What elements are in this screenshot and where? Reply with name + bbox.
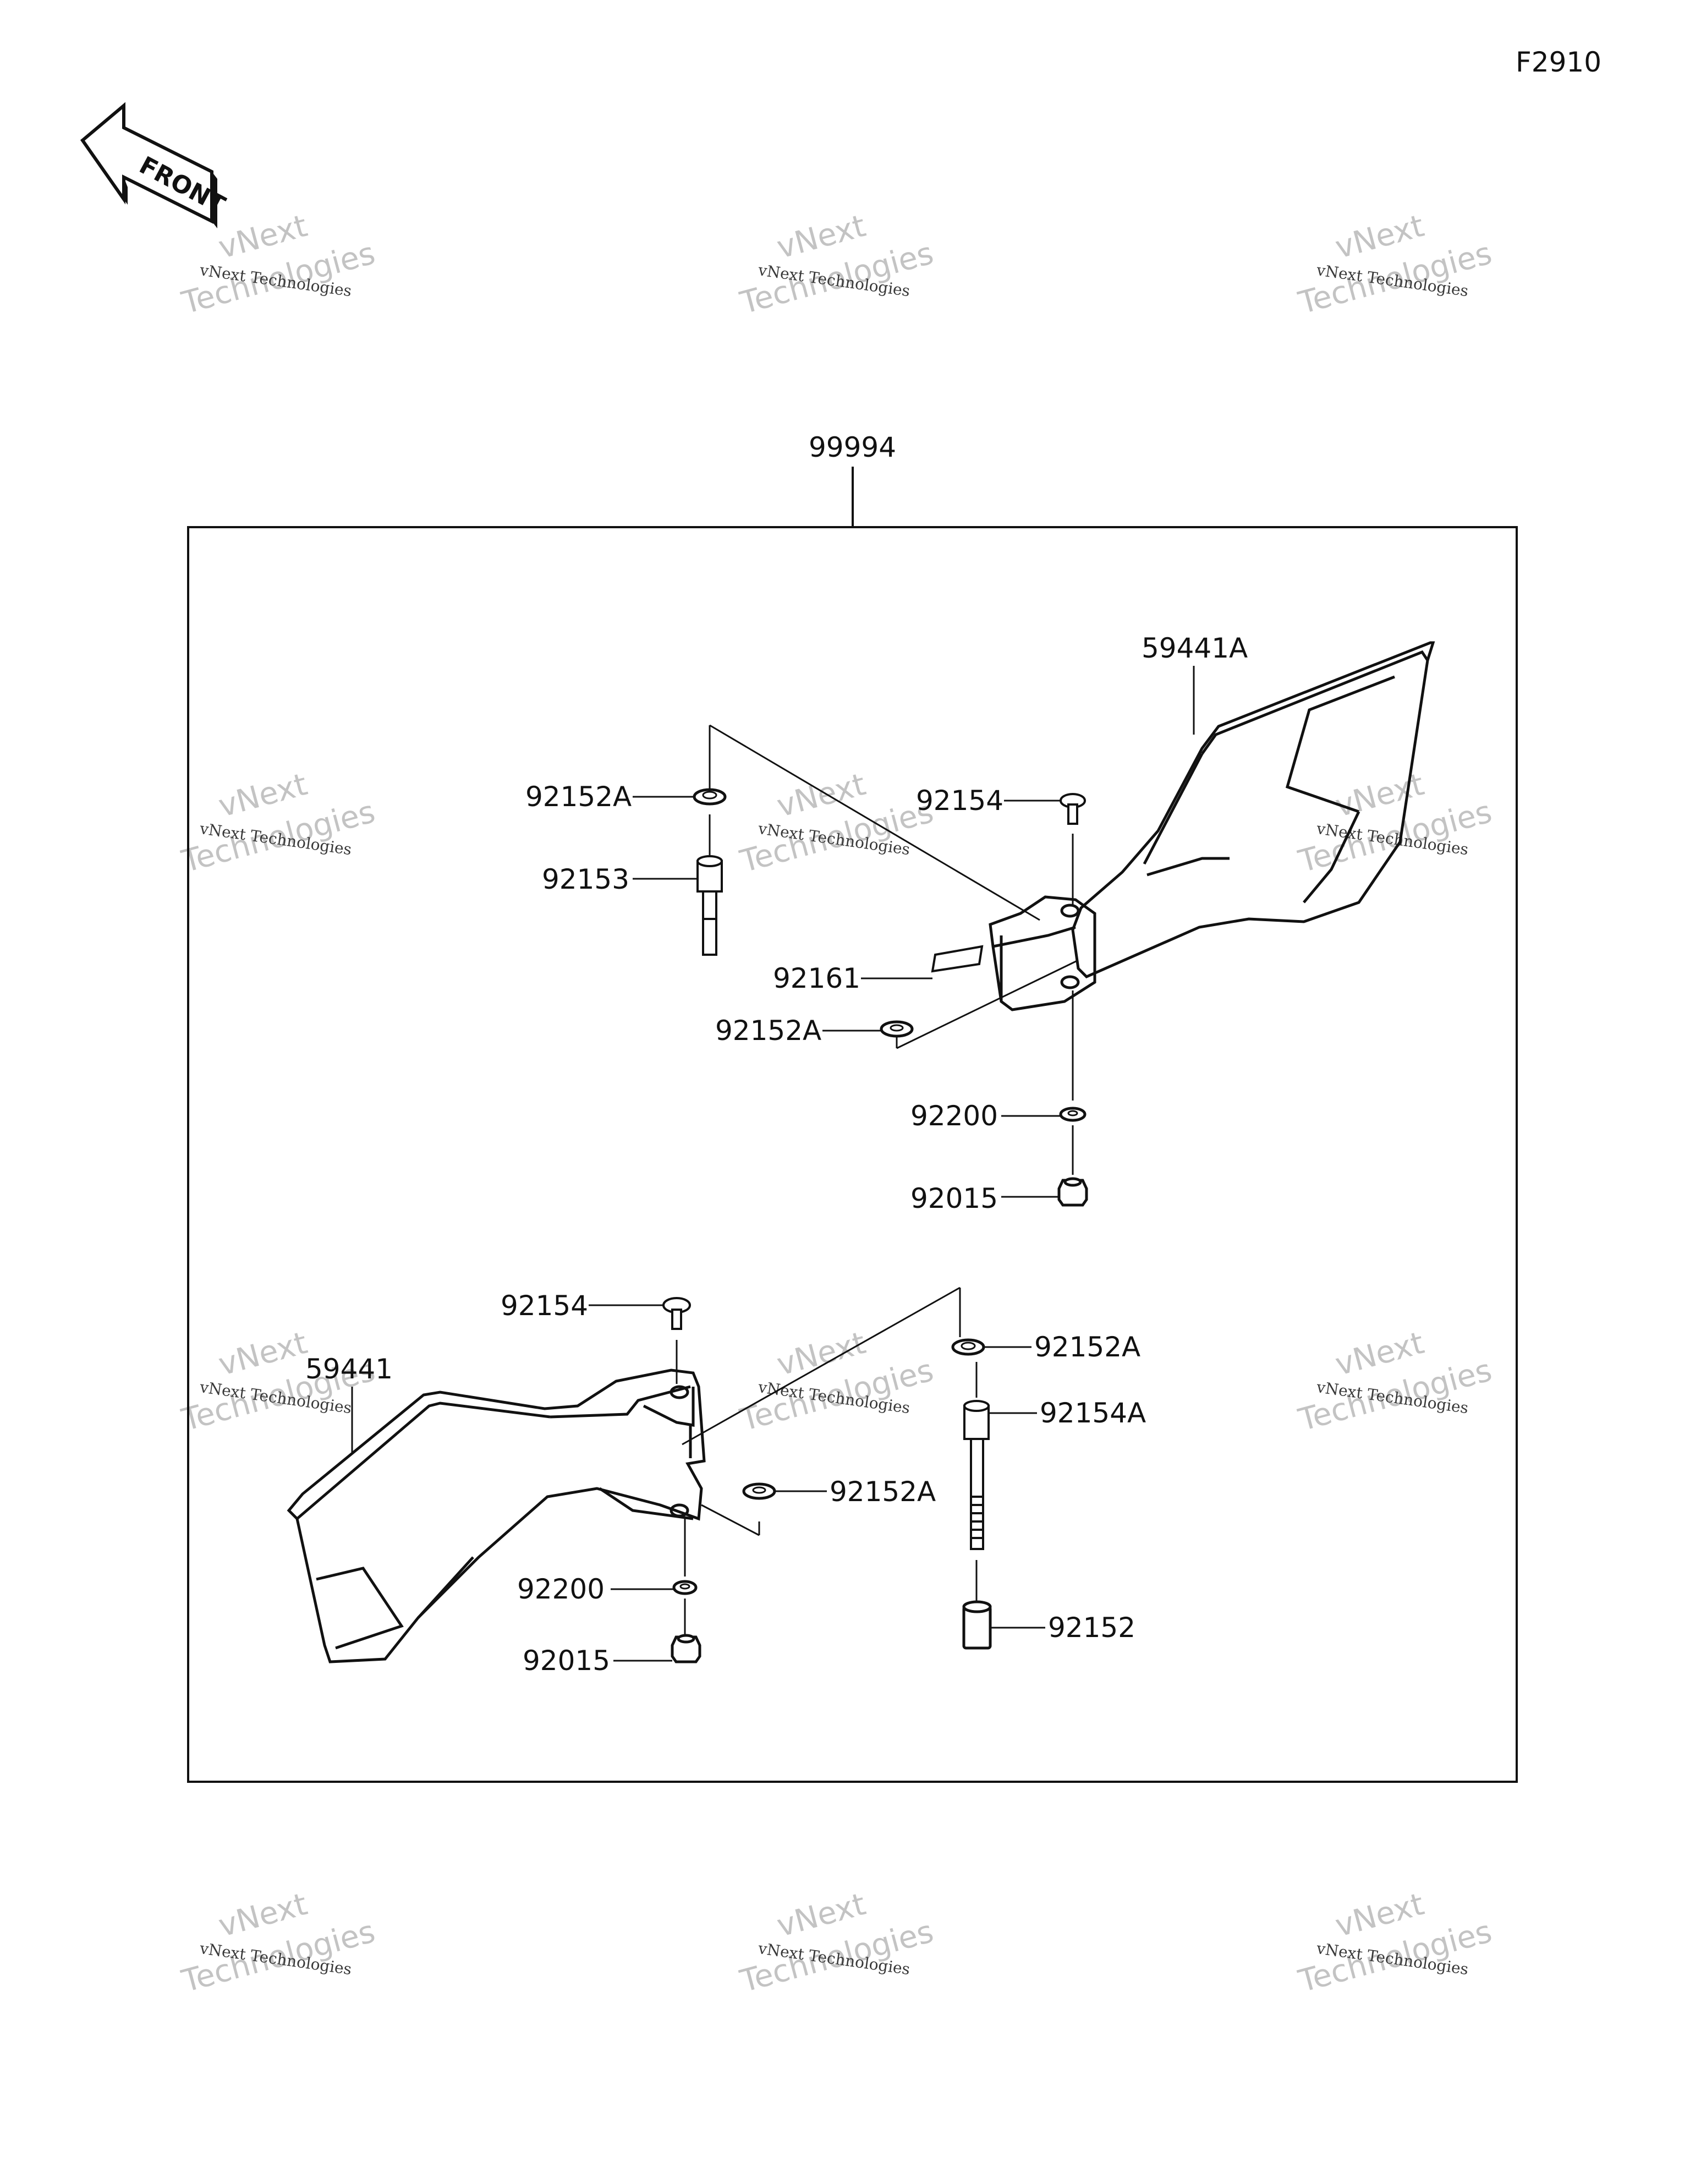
stud-upper-icon <box>696 855 723 956</box>
label-bolt-upper: 92154 <box>916 785 1003 817</box>
label-washer-upper-mount: 92200 <box>910 1100 998 1132</box>
washer-upper-mount-icon <box>1059 1107 1087 1122</box>
label-bolt-lower: 92154 <box>501 1290 588 1322</box>
figure-code: F2910 <box>1516 46 1601 78</box>
nut-lower-icon <box>671 1634 701 1663</box>
label-washer-lower-mount: 92200 <box>517 1573 605 1605</box>
mirror-left-drawing <box>287 1369 706 1663</box>
label-nut-upper: 92015 <box>910 1183 998 1214</box>
stud-lower-icon <box>963 1400 990 1550</box>
upper-explode-lines <box>709 724 1079 1175</box>
label-washer-mid-right: 92152A <box>715 1015 821 1047</box>
bolt-upper-icon <box>1060 793 1086 825</box>
label-collar-lower: 92152 <box>1048 1612 1135 1644</box>
label-washer-lower-mid: 92152A <box>830 1476 936 1508</box>
collar-lower-icon <box>962 1600 992 1650</box>
assembly-frame <box>187 526 1518 1783</box>
washer-upper-stud-icon <box>693 788 727 806</box>
washer-lower-stud-icon <box>951 1338 985 1356</box>
sticker-part <box>931 945 984 973</box>
washer-mid-right-icon <box>880 1020 914 1038</box>
watermark-grid: Technologies vNext vNext Technologies Te… <box>178 208 1495 2000</box>
label-nut-lower: 92015 <box>523 1645 610 1677</box>
front-arrow-icon: FRONT <box>80 102 229 228</box>
lower-explode-lines <box>676 1287 978 1637</box>
label-stud-upper: 92153 <box>542 863 629 895</box>
label-washer-lower-stud: 92152A <box>1034 1331 1140 1363</box>
mirror-right-drawing <box>989 641 1435 1011</box>
bolt-lower-icon <box>662 1297 691 1330</box>
nut-upper-icon <box>1057 1177 1088 1207</box>
washer-lower-mid-icon <box>742 1482 776 1500</box>
label-mirror-right: 59441A <box>1142 632 1248 664</box>
label-stud-lower: 92154A <box>1040 1397 1146 1429</box>
assembly-label: 99994 <box>809 431 896 463</box>
label-sticker: 92161 <box>773 962 860 994</box>
label-washer-upper-right: 92152A <box>525 781 632 813</box>
washer-lower-mount-icon <box>672 1580 698 1595</box>
label-mirror-left: 59441 <box>305 1353 393 1385</box>
